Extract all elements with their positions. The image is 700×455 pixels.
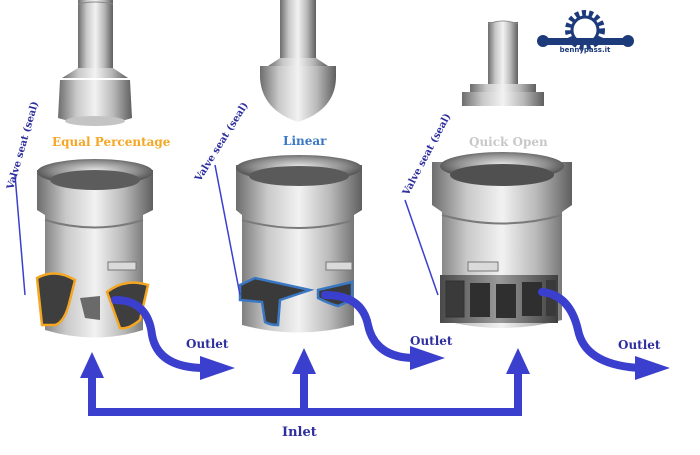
plug-quick-open [462, 20, 544, 106]
inlet-label: Inlet [282, 425, 317, 440]
cage-quick-open [432, 152, 572, 328]
inlet-manifold: Inlet [80, 348, 530, 440]
valve-seat-leader-1 [14, 174, 26, 296]
valve-linear: Outlet Valve seat (seal) Linear [193, 0, 453, 370]
plug-linear [260, 0, 336, 122]
label-linear: Linear [283, 134, 327, 148]
valve-seat-label-1: Valve seat (seal) [5, 100, 41, 192]
valve-quick-open: Outlet Valve seat (seal) Quick Open [400, 20, 670, 380]
outlet-label-2: Outlet [410, 334, 453, 348]
logo: bennypass.it [537, 10, 634, 54]
cage-linear [236, 155, 362, 333]
outlet-label-1: Outlet [186, 337, 229, 351]
plug-equal-percentage [58, 0, 132, 126]
gear-wrench-icon [537, 10, 634, 50]
outlet-arrow-2 [321, 291, 419, 362]
cage-equal-percentage [35, 159, 153, 338]
valve-seat-leader-3 [404, 199, 439, 296]
valve-equal-percentage: Outlet Valve seat (seal) Equal Percentag… [5, 0, 235, 380]
outlet-label-3: Outlet [618, 338, 661, 352]
valve-seat-leader-2 [214, 164, 241, 296]
label-equal-percentage: Equal Percentage [52, 135, 171, 149]
outlet-arrow-3 [538, 288, 644, 372]
logo-text: bennypass.it [560, 46, 611, 54]
outlet-arrow-1 [111, 296, 209, 372]
label-quick-open: Quick Open [469, 135, 548, 149]
